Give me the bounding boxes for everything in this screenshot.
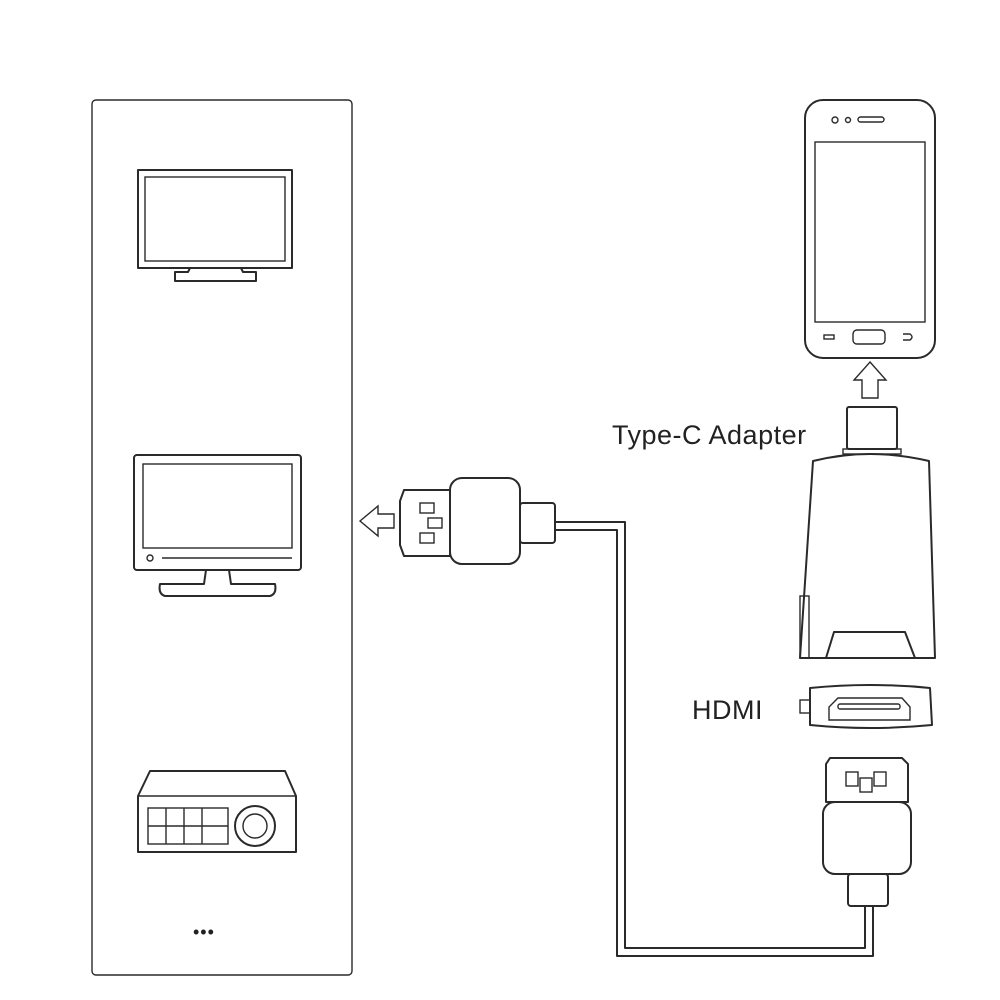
display-devices-panel [91,99,353,976]
type-c-adapter [799,406,936,659]
hdmi-port [799,684,933,729]
hdmi-plug-bottom [822,757,912,907]
smartphone-icon [804,99,936,359]
hdmi-cable [555,521,866,949]
type-c-adapter-label: Type-C Adapter [612,420,807,450]
tv-icon [137,169,293,282]
hdmi-plug-left [399,477,556,565]
arrow-left-icon [358,504,395,538]
monitor-icon [133,454,302,597]
projector-icon [137,770,297,853]
arrow-up-icon [852,360,888,399]
more-devices-ellipsis: ••• [193,922,215,942]
hdmi-label: HDMI [692,695,763,725]
